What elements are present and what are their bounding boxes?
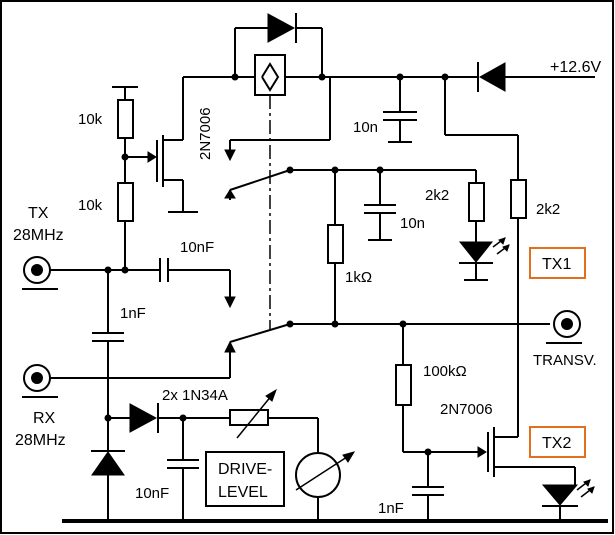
capacitor-detector-label: 10nF <box>135 485 169 502</box>
tx-freq-label: 28MHz <box>13 227 64 244</box>
supply-rail <box>182 76 595 180</box>
drive-level-meter <box>295 451 356 521</box>
resistor-led1-label: 2k2 <box>425 187 449 204</box>
capacitor-gate-label: 1nF <box>378 500 404 517</box>
detector-diode-shunt <box>91 418 125 521</box>
potentiometer-drive <box>229 388 319 455</box>
capacitor-relay-label: 10n <box>353 119 378 136</box>
rx-connector <box>22 340 236 398</box>
capacitor-coupling-label: 10nF <box>180 239 214 256</box>
tx2-indicator-label: TX2 <box>542 435 571 452</box>
supply-diode <box>477 62 506 92</box>
resistor-100k <box>395 324 480 453</box>
capacitor-switch-label: 10n <box>400 215 425 232</box>
capacitor-switch-10n <box>364 170 396 241</box>
capacitor-relay-10n <box>383 77 417 143</box>
relay-return <box>224 77 331 162</box>
fet-top-label: 2N7006 <box>197 107 214 160</box>
fet-top-2n7006 <box>147 115 198 213</box>
tx-connector <box>22 256 160 290</box>
fet-bottom-2n7006 <box>477 427 576 485</box>
resistor-bias-bottom-label: 10k <box>78 197 103 214</box>
capacitor-detector-10nf <box>167 418 199 521</box>
drive-level-label-line2: LEVEL <box>218 484 268 501</box>
led-tx2 <box>541 479 595 521</box>
transv-port-label: TRANSV. <box>533 352 597 369</box>
fet-bottom-label: 2N7006 <box>440 401 493 418</box>
capacitor-input-1nf <box>92 270 124 418</box>
capacitor-input-label: 1nF <box>120 305 146 322</box>
capacitor-coupling-10nf <box>159 258 236 309</box>
resistor-led1-2k2 <box>468 170 485 242</box>
bias-divider <box>112 86 150 270</box>
resistor-100k-label: 100kΩ <box>423 363 467 380</box>
resistor-1k <box>327 170 344 324</box>
resistor-1k-label: 1kΩ <box>345 269 372 286</box>
tx2-indicator-box <box>529 426 586 458</box>
supply-voltage-label: +12.6V <box>550 59 601 76</box>
drive-level-box <box>205 451 285 507</box>
tx-port-label: TX <box>28 205 49 222</box>
drive-level-label-line1: DRIVE- <box>218 461 272 478</box>
transv-connector <box>546 310 582 344</box>
relay-freewheel-diode <box>234 13 323 77</box>
tx1-indicator-box <box>529 247 586 279</box>
detector-diodes-label: 2x 1N34A <box>162 387 228 404</box>
resistor-bias-top-label: 10k <box>78 111 103 128</box>
relay-coil <box>235 54 322 96</box>
relay-contact-bottom <box>229 323 550 343</box>
led-tx1 <box>458 237 510 281</box>
tx1-indicator-label: TX1 <box>542 256 571 273</box>
capacitor-gate-1nf <box>412 452 444 521</box>
resistor-led2-2k2 <box>498 179 527 438</box>
resistor-led2-label: 2k2 <box>536 201 560 218</box>
rx-port-label: RX <box>33 410 56 427</box>
rx-freq-label: 28MHz <box>15 432 66 449</box>
detector-diode-series <box>108 403 230 433</box>
